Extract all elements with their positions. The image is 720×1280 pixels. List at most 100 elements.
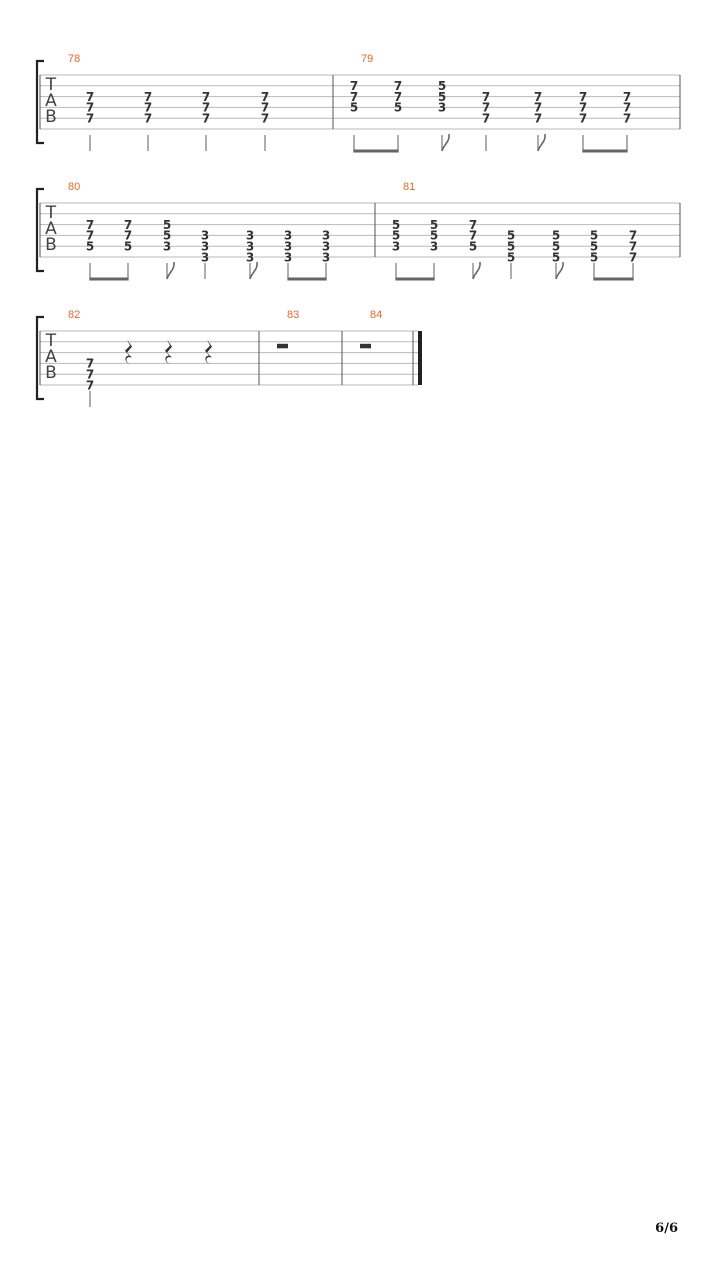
whole-rest xyxy=(360,343,371,349)
fret-number: 5 xyxy=(163,218,171,232)
fret-number: 7 xyxy=(86,357,94,371)
measure-number: 80 xyxy=(68,181,80,193)
fret-number: 3 xyxy=(284,240,292,254)
fret-number: 3 xyxy=(284,229,292,243)
measure-number: 79 xyxy=(361,53,373,65)
fret-number: 3 xyxy=(201,229,209,243)
fret-number: 5 xyxy=(590,229,598,243)
tab-clef-letter: B xyxy=(45,235,57,255)
fret-number: 7 xyxy=(394,79,402,93)
fret-number: 7 xyxy=(629,240,637,254)
fret-number: 5 xyxy=(552,250,560,264)
fret-number: 7 xyxy=(623,112,631,126)
fret-number: 5 xyxy=(163,229,171,243)
fret-number: 7 xyxy=(144,90,152,104)
fret-number: 7 xyxy=(202,90,210,104)
fret-number: 5 xyxy=(430,218,438,232)
eighth-flag xyxy=(249,261,258,280)
fret-number: 5 xyxy=(392,218,400,232)
tab-clef-letter: T xyxy=(45,75,57,95)
fret-number: 3 xyxy=(322,229,330,243)
tab-clef-letter: A xyxy=(45,347,57,367)
fret-number: 7 xyxy=(124,218,132,232)
measure-number: 78 xyxy=(68,53,80,65)
fret-number: 7 xyxy=(261,101,269,115)
fret-number: 7 xyxy=(629,229,637,243)
fret-number: 3 xyxy=(322,250,330,264)
fret-number: 5 xyxy=(507,229,515,243)
fret-number: 7 xyxy=(623,90,631,104)
measure-number: 83 xyxy=(287,309,299,321)
fret-number: 3 xyxy=(246,250,254,264)
fret-number: 7 xyxy=(86,218,94,232)
tab-clef-letter: A xyxy=(45,219,57,239)
fret-number: 3 xyxy=(438,101,446,115)
page-number: 6/6 xyxy=(655,1221,678,1236)
fret-number: 7 xyxy=(629,250,637,264)
fret-number: 5 xyxy=(590,240,598,254)
quarter-rest xyxy=(125,339,132,365)
fret-number: 5 xyxy=(507,250,515,264)
fret-number: 5 xyxy=(438,79,446,93)
tab-clef-letter: B xyxy=(45,363,57,383)
fret-number: 3 xyxy=(284,250,292,264)
eighth-flag xyxy=(555,261,564,280)
fret-number: 7 xyxy=(482,112,490,126)
measure-number: 82 xyxy=(68,309,80,321)
fret-number: 5 xyxy=(590,250,598,264)
quarter-rest xyxy=(205,339,212,365)
fret-number: 7 xyxy=(534,90,542,104)
fret-number: 3 xyxy=(322,240,330,254)
system-bracket xyxy=(35,187,44,273)
eighth-flag xyxy=(166,261,175,280)
fret-number: 7 xyxy=(86,90,94,104)
fret-number: 3 xyxy=(201,240,209,254)
fret-number: 5 xyxy=(430,229,438,243)
fret-number: 7 xyxy=(144,112,152,126)
fret-number: 7 xyxy=(579,112,587,126)
fret-number: 7 xyxy=(86,378,94,392)
fret-number: 7 xyxy=(261,90,269,104)
fret-number: 7 xyxy=(86,229,94,243)
fret-number: 7 xyxy=(144,101,152,115)
fret-number: 7 xyxy=(482,101,490,115)
fret-number: 7 xyxy=(469,229,477,243)
fret-number: 7 xyxy=(202,112,210,126)
measure-number: 81 xyxy=(403,181,415,193)
fret-number: 5 xyxy=(86,240,94,254)
fret-number: 5 xyxy=(124,240,132,254)
fret-number: 3 xyxy=(201,250,209,264)
tab-clef-letter: B xyxy=(45,107,57,127)
tab-system: TAB8077577555333333333333381553553775555… xyxy=(35,181,681,281)
fret-number: 7 xyxy=(394,90,402,104)
fret-number: 3 xyxy=(246,229,254,243)
fret-number: 3 xyxy=(392,240,400,254)
fret-number: 5 xyxy=(507,240,515,254)
fret-number: 3 xyxy=(246,240,254,254)
eighth-flag xyxy=(472,261,481,280)
fret-number: 7 xyxy=(623,101,631,115)
system-bracket xyxy=(35,315,44,401)
fret-number: 7 xyxy=(579,101,587,115)
fret-number: 7 xyxy=(86,368,94,382)
fret-number: 7 xyxy=(579,90,587,104)
fret-number: 5 xyxy=(552,240,560,254)
fret-number: 7 xyxy=(350,90,358,104)
fret-number: 5 xyxy=(392,229,400,243)
fret-number: 7 xyxy=(86,101,94,115)
fret-number: 7 xyxy=(482,90,490,104)
fret-number: 5 xyxy=(438,90,446,104)
fret-number: 5 xyxy=(350,101,358,115)
fret-number: 7 xyxy=(534,101,542,115)
tab-clef-letter: T xyxy=(45,331,57,351)
fret-number: 3 xyxy=(163,240,171,254)
fret-number: 5 xyxy=(469,240,477,254)
fret-number: 7 xyxy=(124,229,132,243)
fret-number: 7 xyxy=(202,101,210,115)
measure-number: 84 xyxy=(370,309,382,321)
fret-number: 7 xyxy=(86,112,94,126)
fret-number: 5 xyxy=(394,101,402,115)
